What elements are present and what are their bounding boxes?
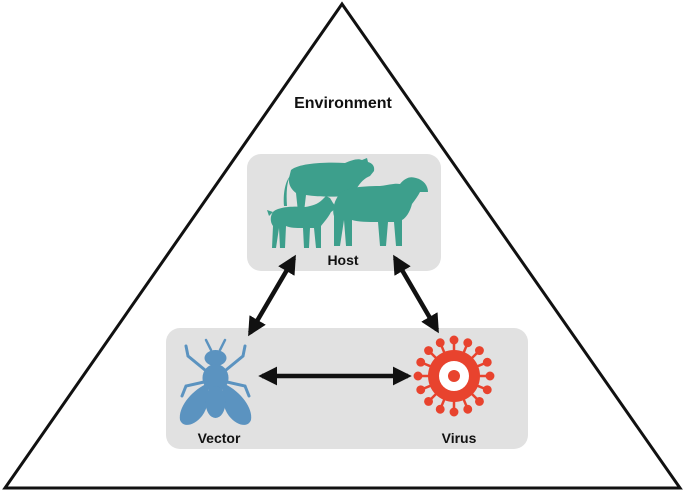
virus-spike-tip: [413, 371, 423, 381]
sheep-icon: [333, 177, 428, 246]
host-label: Host: [327, 252, 358, 268]
livestock-icon: [267, 158, 428, 248]
virus-icon: [413, 335, 495, 417]
host-vector-arrow: [248, 254, 296, 337]
virus-spike-tip: [482, 357, 492, 367]
virus-spike-tip: [475, 397, 484, 406]
virus-spike-tip: [485, 371, 495, 381]
virus-spike-tip: [416, 357, 426, 367]
virus-spike-tip: [463, 338, 473, 348]
virus-spike-tip: [416, 385, 426, 395]
virus-spike-tip: [424, 346, 433, 355]
virus-spike-tip: [482, 385, 492, 395]
virus-spike-tip: [463, 404, 473, 414]
goat-icon: [267, 196, 335, 248]
host-virus-arrow: [393, 254, 439, 334]
virus-spike-tip: [435, 404, 445, 414]
virus-spike-tip: [449, 407, 459, 417]
virus-label: Virus: [442, 430, 477, 446]
fly-icon: [179, 338, 252, 425]
vector-label: Vector: [198, 430, 241, 446]
virus-spike-tip: [449, 335, 459, 345]
virus-spike-tip: [435, 338, 445, 348]
virus-spike-tip: [475, 346, 484, 355]
environment-label: Environment: [294, 95, 392, 112]
virus-spike-tip: [424, 397, 433, 406]
